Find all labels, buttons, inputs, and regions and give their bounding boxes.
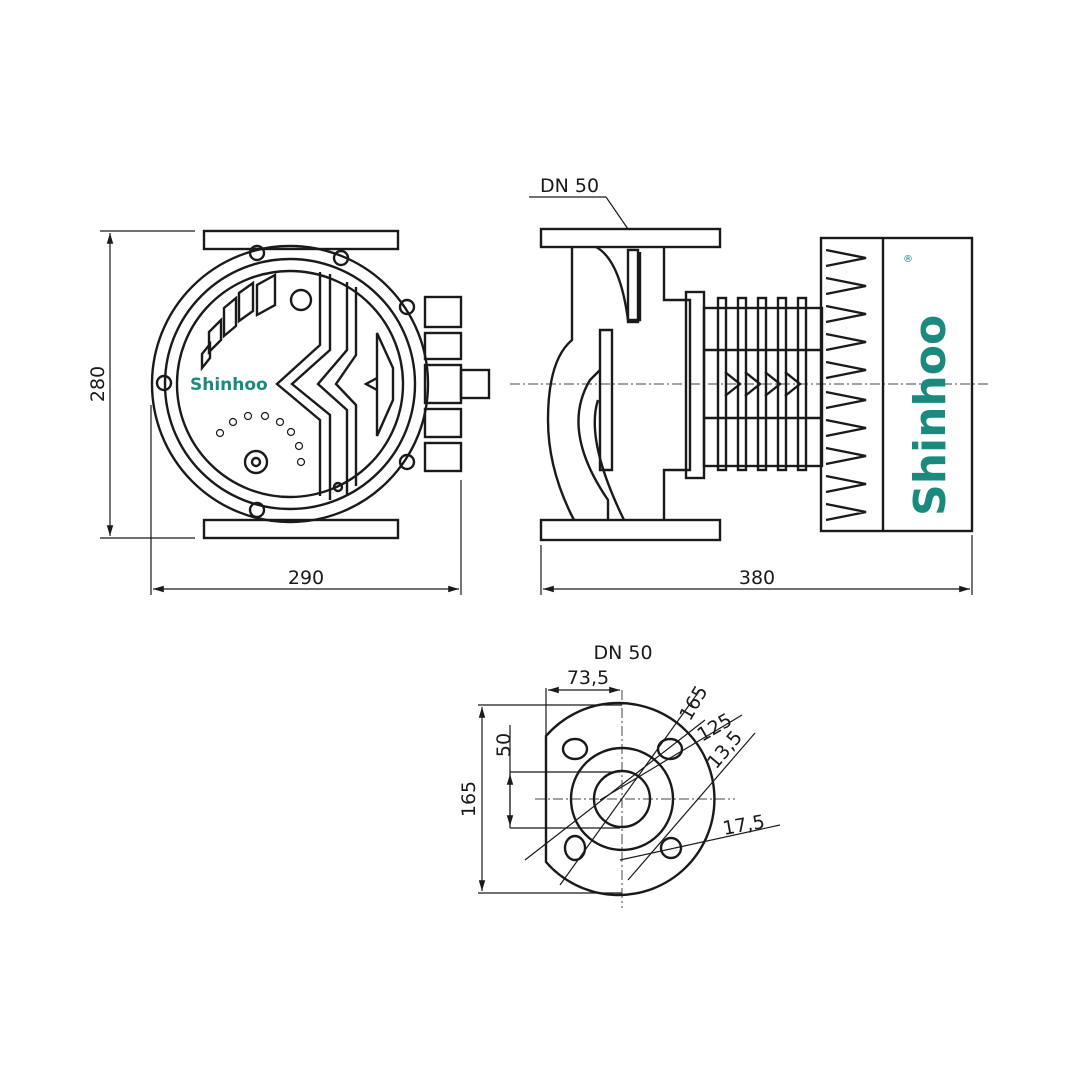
dim-half-bore: 50: [493, 733, 515, 757]
head-fins: [825, 248, 867, 522]
motor-fins: [704, 296, 820, 472]
dim-flange-height: 165: [458, 781, 480, 817]
level-indicator: [200, 272, 277, 372]
side-dimensions: DN 50 380: [529, 175, 973, 595]
flange-title: DN 50: [593, 642, 652, 664]
led-dots: [215, 411, 306, 467]
front-dimensions: 280 290: [87, 230, 462, 595]
dim-hole-slot: 17,5: [721, 811, 766, 840]
bolt-circles: [155, 244, 416, 519]
dim-front-height: 280: [87, 366, 109, 402]
front-logo: Shinhoo: [190, 375, 268, 395]
dim-flange-offset: 73,5: [567, 667, 609, 689]
dim-flange-outer: 165: [675, 682, 712, 724]
side-logo: Shinhoo: [905, 315, 956, 516]
side-view: Shinhoo ®: [510, 227, 990, 542]
registered-mark: ®: [903, 254, 913, 265]
front-view: Shinhoo: [150, 229, 491, 540]
flange-view: DN 50 165 125 13,5 17,5 73,5 165 50: [458, 642, 781, 908]
dim-side-pipe: DN 50: [540, 175, 599, 197]
bolt-holes: [561, 737, 684, 862]
dim-side-length: 380: [739, 567, 775, 589]
dim-front-width: 290: [288, 567, 324, 589]
